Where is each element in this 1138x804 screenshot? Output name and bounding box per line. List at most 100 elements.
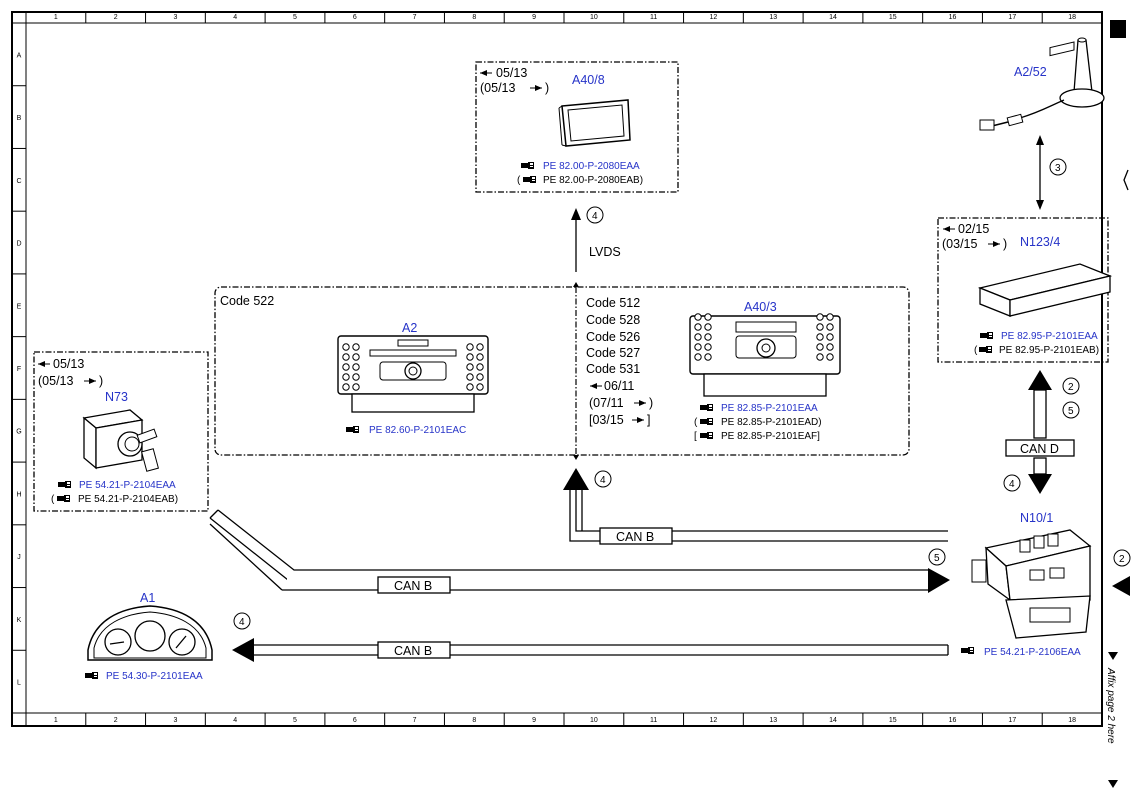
svg-text:(: ( (517, 175, 521, 186)
component-n73: 05/13 (05/13 ) N73 PE 54.21-P-2104EAA ( … (33, 351, 209, 512)
ruler-row-label: D (16, 241, 21, 248)
variant-code: Code 526 (586, 330, 640, 344)
component-group-head-unit (214, 282, 910, 460)
reference-icon (58, 481, 71, 488)
variant-code: Code 512 (586, 296, 640, 310)
head-unit-image (689, 313, 841, 397)
marker: 5 (1068, 406, 1074, 417)
component-title: A40/3 (744, 300, 777, 314)
date-from: 02/15 (958, 222, 989, 236)
ruler-row-label: F (17, 366, 21, 373)
ruler-column-label: 18 (1068, 717, 1076, 724)
doc-link[interactable]: PE 82.00-P-2080EAB) (543, 175, 643, 186)
bus-label: CAN B (394, 579, 432, 593)
component-title: A2 (402, 321, 417, 335)
component-title: N10/1 (1020, 511, 1053, 525)
doc-link[interactable]: PE 54.21-P-2106EAA (984, 647, 1081, 658)
reference-icon (700, 404, 713, 411)
doc-link[interactable]: PE 82.60-P-2101EAC (369, 425, 466, 436)
marker: 4 (1009, 479, 1015, 490)
ruler-row-label: A (17, 52, 22, 59)
component-a2: Code 522 A2 PE 82.60-P-2101EAC (220, 294, 489, 436)
connection-can-b-middle: CAN B 5 (209, 509, 950, 594)
antenna-image (979, 37, 1105, 131)
ruler-column-label: 3 (173, 717, 177, 724)
ruler-row-label: K (17, 617, 22, 624)
ruler-column-label: 2 (114, 717, 118, 724)
doc-link[interactable]: PE 82.85-P-2101EAA (721, 403, 818, 414)
sam-module-image (971, 529, 1092, 639)
ruler-column-label: 14 (829, 717, 837, 724)
ruler-column-label: 13 (769, 14, 777, 21)
ruler-column-label: 17 (1008, 717, 1016, 724)
ruler-column-label: 12 (710, 717, 718, 724)
date-until: (05/13 (480, 81, 515, 95)
ruler-column-label: 9 (532, 14, 536, 21)
reference-icon (57, 495, 70, 502)
ruler-column-label: 7 (413, 717, 417, 724)
grid-ruler: 1122334455667788991010111112121313141415… (12, 12, 1076, 726)
svg-text:]: ] (647, 413, 650, 427)
component-a2-52: A2/52 (979, 37, 1105, 131)
ruler-row-label: C (16, 178, 21, 185)
svg-text:): ) (1003, 237, 1007, 251)
marker: 4 (592, 211, 598, 222)
component-title: N73 (105, 390, 128, 404)
date-from: 06/11 (604, 379, 634, 393)
reference-icon (346, 426, 359, 433)
svg-text:(: ( (51, 494, 55, 505)
connection-can-d: CAN D 2 5 4 (1003, 370, 1080, 494)
ruler-column-label: 1 (54, 717, 58, 724)
doc-link[interactable]: PE 82.00-P-2080EAA (543, 161, 640, 172)
edge-continuation: 2 (1110, 20, 1131, 596)
reference-icon (700, 418, 713, 425)
ruler-column-label: 16 (949, 14, 957, 21)
ignition-switch-image (82, 409, 159, 472)
doc-link[interactable]: PE 82.85-P-2101EAD) (721, 417, 822, 428)
page-corner-icon (1110, 20, 1126, 38)
doc-link[interactable]: PE 54.30-P-2101EAA (106, 671, 203, 682)
doc-link[interactable]: PE 82.95-P-2101EAA (1001, 331, 1098, 342)
marker: 2 (1119, 554, 1125, 565)
svg-text:): ) (545, 81, 549, 95)
svg-text:(: ( (974, 345, 978, 356)
drawing-frame (11, 11, 1103, 727)
doc-link[interactable]: PE 54.21-P-2104EAA (79, 480, 176, 491)
bus-label: CAN D (1020, 442, 1059, 456)
date-from: 05/13 (53, 357, 84, 371)
date-from: 05/13 (496, 66, 527, 80)
ruler-row-label: B (17, 115, 22, 122)
ruler-column-label: 18 (1068, 14, 1076, 21)
ruler-column-label: 6 (353, 14, 357, 21)
marker: 3 (1055, 163, 1061, 174)
ruler-column-label: 4 (233, 14, 237, 21)
module-image (977, 41, 1113, 317)
component-n123-4: 02/15 (03/15 ) N123/4 PE 82.95-P-2101EAA… (937, 41, 1113, 363)
ruler-column-label: 2 (114, 14, 118, 21)
doc-link[interactable]: PE 54.21-P-2104EAB) (78, 494, 178, 505)
svg-text:(: ( (694, 417, 698, 428)
radio-unit-image (337, 335, 489, 413)
connection-can-b-lower: CAN B 4 (232, 612, 949, 662)
variant-code: Code 528 (586, 313, 640, 327)
date-until: (05/13 (38, 374, 73, 388)
reference-icon (961, 647, 974, 654)
ruler-column-label: 8 (472, 14, 476, 21)
doc-link[interactable]: PE 82.85-P-2101EAF] (721, 431, 820, 442)
ruler-row-label: H (16, 491, 21, 498)
doc-link[interactable]: PE 82.95-P-2101EAB) (999, 345, 1099, 356)
ruler-column-label: 6 (353, 717, 357, 724)
ruler-column-label: 13 (769, 717, 777, 724)
component-n10-1: N10/1 PE 54.21-P-2106EAA (961, 511, 1092, 658)
ruler-column-label: 17 (1008, 14, 1016, 21)
marker: 2 (1068, 382, 1074, 393)
ruler-column-label: 16 (949, 717, 957, 724)
connection-antenna-link: 3 (1036, 135, 1067, 210)
ruler-column-label: 3 (173, 14, 177, 21)
ruler-column-label: 8 (472, 717, 476, 724)
date-until: (07/11 (589, 396, 624, 410)
ruler-column-label: 12 (710, 14, 718, 21)
reference-icon (521, 162, 534, 169)
component-a1: A1 PE 54.30-P-2101EAA (85, 591, 213, 682)
ruler-row-label: J (17, 554, 21, 561)
